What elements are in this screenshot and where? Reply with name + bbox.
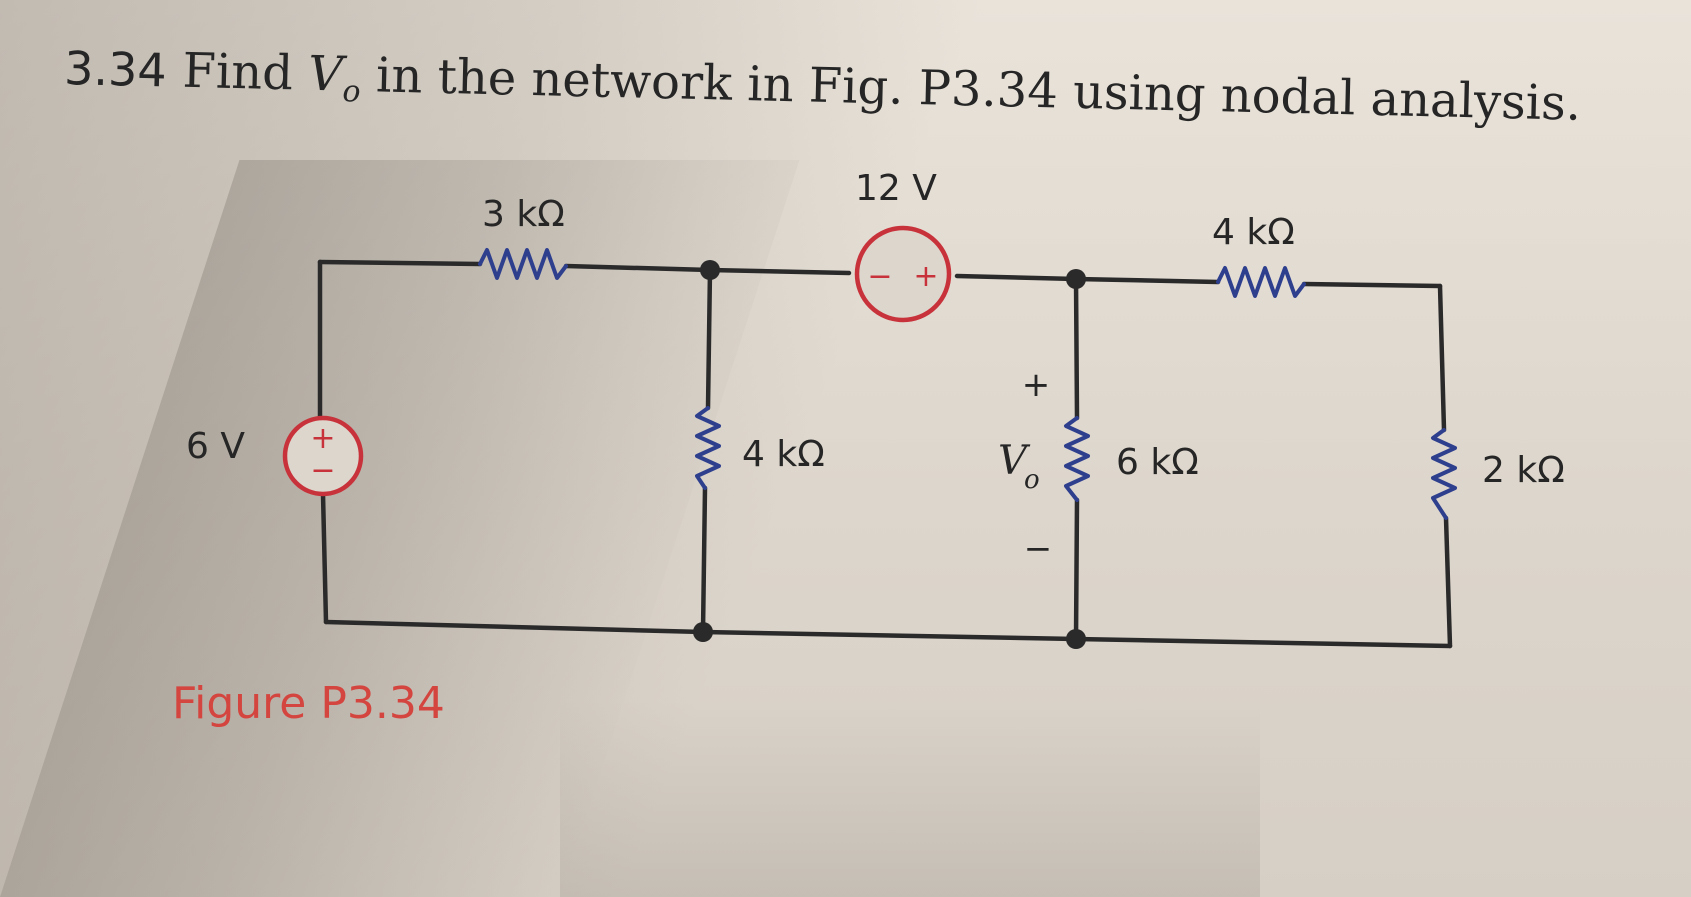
wire-right-vertical-bottom: [1443, 515, 1453, 649]
resistor-far-right-zigzag: [1431, 428, 1457, 520]
resistor-top-right-label: 4 kΩ: [1212, 212, 1295, 253]
source-top-label: 12 V: [855, 168, 937, 209]
resistor-top-left-label: 3 kΩ: [482, 194, 565, 235]
wire-node-b-to-resistor-right: [1073, 276, 1221, 285]
wire-bottom: [323, 619, 1453, 649]
wire-mid-left-bottom: [700, 485, 708, 635]
voltage-source-left-plus: +: [310, 421, 335, 456]
wire-node-a-to-source-top: [707, 267, 852, 276]
resistor-mid-left-zigzag: [695, 406, 721, 490]
voltage-source-top-ring: [854, 225, 952, 323]
wire-mid-left-top: [705, 267, 713, 411]
wire-resistor-right-to-corner: [1301, 281, 1443, 289]
output-minus-sign: −: [1024, 529, 1053, 569]
resistor-mid-right-label: 6 kΩ: [1116, 442, 1199, 483]
voltage-source-top-plus: +: [913, 259, 938, 294]
output-voltage-subscript: o: [1024, 465, 1040, 495]
node-top-mid-left: [700, 260, 720, 280]
resistor-far-right-label: 2 kΩ: [1482, 450, 1565, 491]
resistor-top-right-zigzag: [1216, 266, 1306, 298]
node-top-mid-right: [1066, 269, 1086, 289]
voltage-source-left-minus: −: [310, 453, 335, 488]
resistor-mid-left-label: 4 kΩ: [742, 434, 825, 475]
wire-source-top-to-node-b: [954, 273, 1079, 282]
output-plus-sign: +: [1022, 365, 1051, 405]
figure-caption: Figure P3.34: [172, 678, 445, 729]
voltage-source-left-ring: [282, 415, 364, 497]
wire-left-vertical-bottom: [320, 491, 329, 625]
node-bottom-mid-right: [1066, 629, 1086, 649]
wire-right-vertical-top: [1437, 283, 1447, 433]
source-left-label: 6 V: [186, 426, 245, 467]
voltage-source-top: − +: [854, 225, 952, 323]
voltage-source-top-minus: −: [867, 259, 892, 294]
wire-mid-right-bottom: [1073, 497, 1080, 642]
wire-mid-right-top: [1073, 276, 1080, 421]
resistor-mid-right-zigzag: [1064, 416, 1090, 502]
wire-resistor-to-node-a: [563, 263, 713, 273]
node-bottom-mid-left: [693, 622, 713, 642]
resistor-top-left-zigzag: [478, 248, 568, 280]
wire-top-left-to-resistor: [317, 259, 483, 267]
page-shadow-bottom: [560, 700, 1260, 897]
output-voltage-symbol: V: [998, 438, 1031, 484]
voltage-source-left: + −: [282, 415, 364, 497]
